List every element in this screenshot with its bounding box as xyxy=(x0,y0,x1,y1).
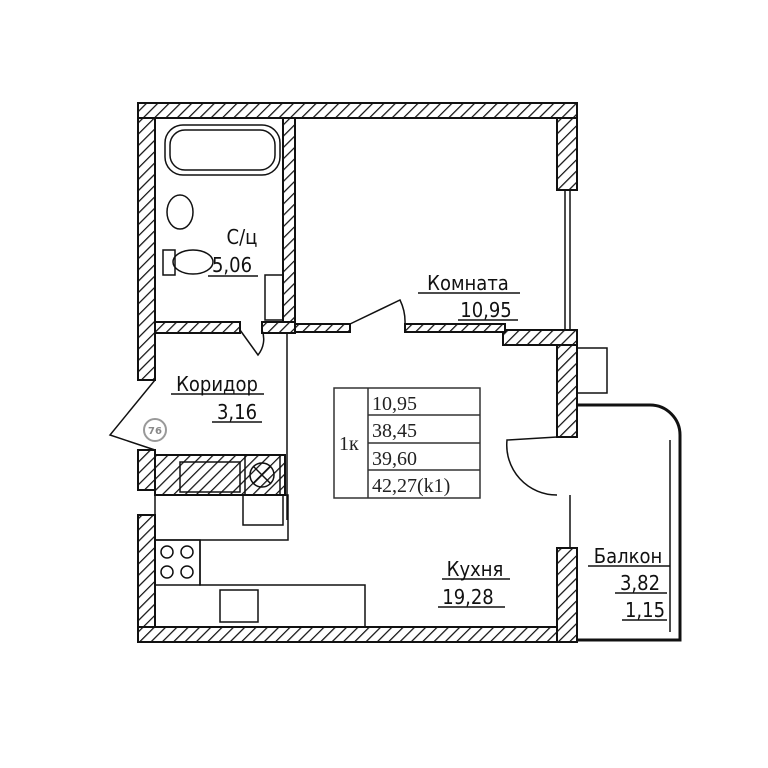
corridor-area: 3,16 xyxy=(217,400,257,424)
kitchen-name: Кухня xyxy=(447,557,504,581)
balcony-name: Балкон xyxy=(594,544,663,568)
room-wall-right xyxy=(404,323,506,333)
toilet-icon xyxy=(162,249,176,276)
balcony-area-reduced: 1,15 xyxy=(625,598,665,622)
bathroom-name: С/ц xyxy=(227,225,258,249)
left-wall-middle xyxy=(137,449,156,491)
radiator-icon xyxy=(179,461,241,493)
kitchen-counter xyxy=(154,494,289,541)
balcony-outline xyxy=(577,403,682,642)
apartment-type: 1к xyxy=(339,433,359,455)
left-wall-upper xyxy=(137,117,156,381)
bathroom-door xyxy=(239,329,265,357)
corridor-name: Коридор xyxy=(176,372,258,396)
right-wall-lower xyxy=(556,547,578,643)
left-wall-lower xyxy=(137,514,156,643)
bathroom-bottom-wall-2 xyxy=(261,321,296,334)
washer-icon xyxy=(264,274,284,321)
right-wall-stub xyxy=(502,329,578,346)
room-name: Комната xyxy=(427,271,509,295)
balcony-area: 3,82 xyxy=(620,571,660,595)
right-wall-middle xyxy=(556,344,578,438)
stove-icon xyxy=(154,539,201,586)
room-wall-left xyxy=(294,323,351,333)
balcony-radiator xyxy=(576,347,608,394)
bathroom-bottom-wall xyxy=(154,321,241,334)
bathtub-icon xyxy=(164,124,281,176)
balcony-door xyxy=(506,436,558,496)
kitchen-sink-icon xyxy=(242,494,284,526)
room-door xyxy=(349,299,406,325)
area-with-balcony: 39,60 xyxy=(372,448,417,470)
living-area: 10,95 xyxy=(372,393,417,415)
total-area: 38,45 xyxy=(372,420,417,442)
top-wall xyxy=(137,102,578,119)
bathroom-wall xyxy=(282,117,296,331)
right-wall-top xyxy=(556,117,578,191)
room-area: 10,95 xyxy=(460,298,512,322)
area-summary-table xyxy=(333,387,481,499)
entrance-door xyxy=(108,379,156,451)
bottom-wall xyxy=(137,626,578,643)
kitchen-area: 19,28 xyxy=(442,585,494,609)
fridge-icon xyxy=(219,589,259,623)
marker-number: 76 xyxy=(148,426,162,437)
area-k1: 42,27(k1) xyxy=(372,475,450,497)
sink-icon xyxy=(166,194,194,230)
vent-shaft xyxy=(154,454,286,496)
bathroom-area: 5,06 xyxy=(212,253,252,277)
marker-badge: 76 xyxy=(143,418,167,442)
